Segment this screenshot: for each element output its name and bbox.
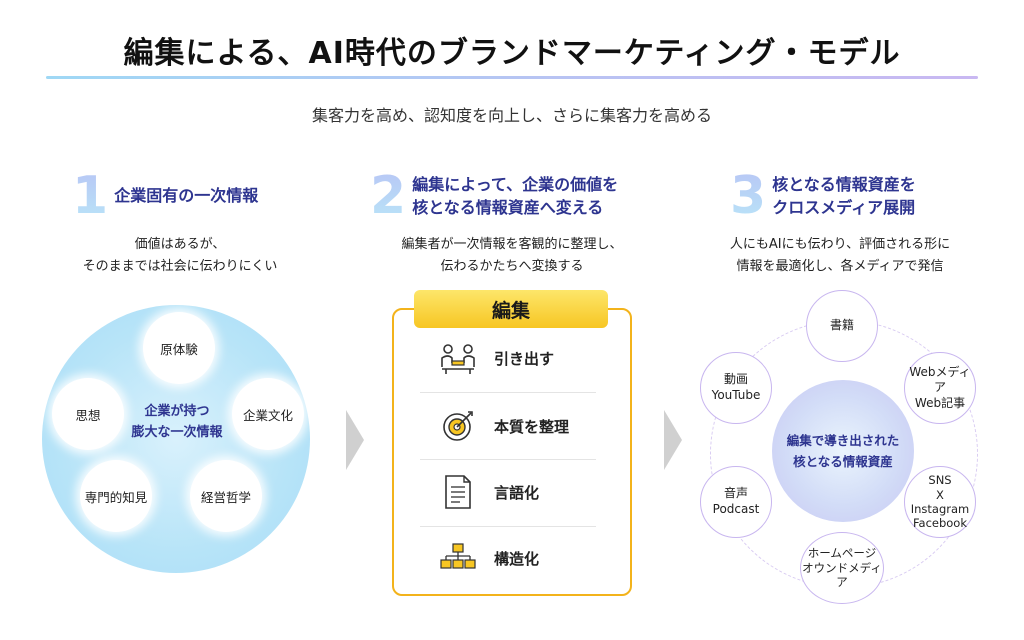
interview-icon: [436, 336, 480, 380]
step-1-heading-line: 企業固有の一次情報: [114, 186, 259, 206]
hierarchy-icon: [436, 536, 480, 580]
media-node-label: X: [936, 487, 944, 502]
editing-step-label: 言語化: [494, 483, 540, 502]
step-2-heading-line: 核となる情報資産へ変える: [412, 198, 604, 217]
editing-step-label: 本質を整理: [494, 417, 570, 436]
step-3-heading-line: 核となる情報資産を: [772, 174, 916, 194]
step-1-heading: 企業固有の一次情報: [114, 184, 258, 207]
media-node-video: 動画 YouTube: [700, 352, 772, 424]
document-icon: [436, 470, 480, 514]
divider: [420, 526, 596, 527]
media-node-label: Instagram: [910, 502, 970, 516]
step-2-desc-line: 編集者が一次情報を客観的に整理し、: [401, 237, 623, 252]
page-subtitle: 集客力を高め、認知度を向上し、さらに集客力を高める: [311, 106, 712, 125]
editing-step-row: 言語化: [420, 462, 600, 522]
title-underline: [46, 76, 978, 79]
media-node-label: Web記事: [914, 395, 966, 410]
flow-arrow-icon: [664, 410, 682, 470]
step-3-header: 3 核となる情報資産を クロスメディア展開: [730, 170, 916, 222]
step-3-heading: 核となる情報資産を クロスメディア展開: [772, 173, 916, 219]
info-bubble: 企業文化: [232, 378, 304, 450]
media-node-web: Webメディア Web記事: [904, 352, 976, 424]
primary-info-core-label: 企業が持つ 膨大な一次情報: [122, 402, 232, 444]
target-icon: [436, 404, 480, 448]
step-3-desc-line: 情報を最適化し、各メディアで発信: [736, 259, 944, 275]
flow-arrow-icon: [346, 410, 364, 470]
editing-step-label: 引き出す: [494, 349, 555, 368]
media-node-books: 書籍: [806, 290, 878, 362]
core-label-line: 膨大な一次情報: [131, 424, 223, 440]
editing-tab-label: 編集: [414, 290, 608, 328]
media-node-podcast: 音声 Podcast: [700, 466, 772, 538]
step-1-header: 1 企業固有の一次情報: [72, 170, 258, 222]
step-2-desc-line: 伝わるかたちへ変換する: [440, 259, 584, 275]
info-bubble: 原体験: [143, 312, 215, 384]
media-node-owned-media: ホームページ オウンドメディア: [800, 532, 884, 604]
media-node-label: SNS: [928, 473, 952, 488]
media-node-label: 動画: [723, 372, 748, 387]
step-1-description: 価値はあるが、 そのままでは社会に伝わりにくい: [40, 234, 320, 278]
step-2-heading-line: 編集によって、企業の価値を: [412, 174, 619, 194]
media-node-label: YouTube: [711, 388, 761, 402]
editing-process-box: [392, 308, 632, 596]
step-3-number: 3: [730, 166, 767, 226]
info-bubble: 専門的知見: [80, 460, 152, 532]
step-1-desc-line: そのままでは社会に伝わりにくい: [82, 259, 278, 275]
info-bubble: 経営哲学: [190, 460, 262, 532]
page-title: 編集による、AI時代のブランドマーケティング・モデル: [123, 36, 901, 71]
step-2-number: 2: [370, 166, 407, 226]
step-2-header: 2 編集によって、企業の価値を 核となる情報資産へ変える: [370, 170, 618, 222]
divider: [420, 392, 596, 393]
media-node-label: ホームページ: [807, 545, 877, 560]
media-node-label: オウンドメディア: [802, 560, 882, 590]
step-2-heading: 編集によって、企業の価値を 核となる情報資産へ変える: [412, 173, 618, 219]
step-1-number: 1: [72, 166, 109, 226]
media-node-label: Podcast: [712, 502, 760, 516]
divider: [420, 459, 596, 460]
step-3-desc-line: 人にもAIにも伝わり、評価される形に: [729, 237, 951, 252]
core-label-line: 企業が持つ: [144, 404, 210, 419]
hub-label-line: 核となる情報資産: [793, 454, 893, 469]
editing-step-row: 構造化: [420, 528, 600, 588]
media-node-label: Facebook: [912, 516, 968, 531]
media-node-label: 音声: [723, 486, 748, 501]
step-1-desc-line: 価値はあるが、: [134, 237, 226, 252]
media-node-label: Webメディア: [909, 364, 971, 395]
core-info-asset-hub: 編集で導き出された 核となる情報資産: [772, 380, 914, 522]
editing-step-row: 引き出す: [420, 328, 600, 388]
editing-step-label: 構造化: [494, 549, 540, 568]
media-node-label: 書籍: [829, 318, 854, 333]
hub-label-line: 編集で導き出された: [786, 432, 900, 448]
step-2-description: 編集者が一次情報を客観的に整理し、 伝わるかたちへ変換する: [362, 234, 662, 278]
step-3-heading-line: クロスメディア展開: [772, 198, 916, 217]
media-node-sns: SNS X Instagram Facebook: [904, 466, 976, 538]
info-bubble: 思想: [52, 378, 124, 450]
step-3-description: 人にもAIにも伝わり、評価される形に 情報を最適化し、各メディアで発信: [690, 234, 990, 278]
editing-step-row: 本質を整理: [420, 396, 600, 456]
